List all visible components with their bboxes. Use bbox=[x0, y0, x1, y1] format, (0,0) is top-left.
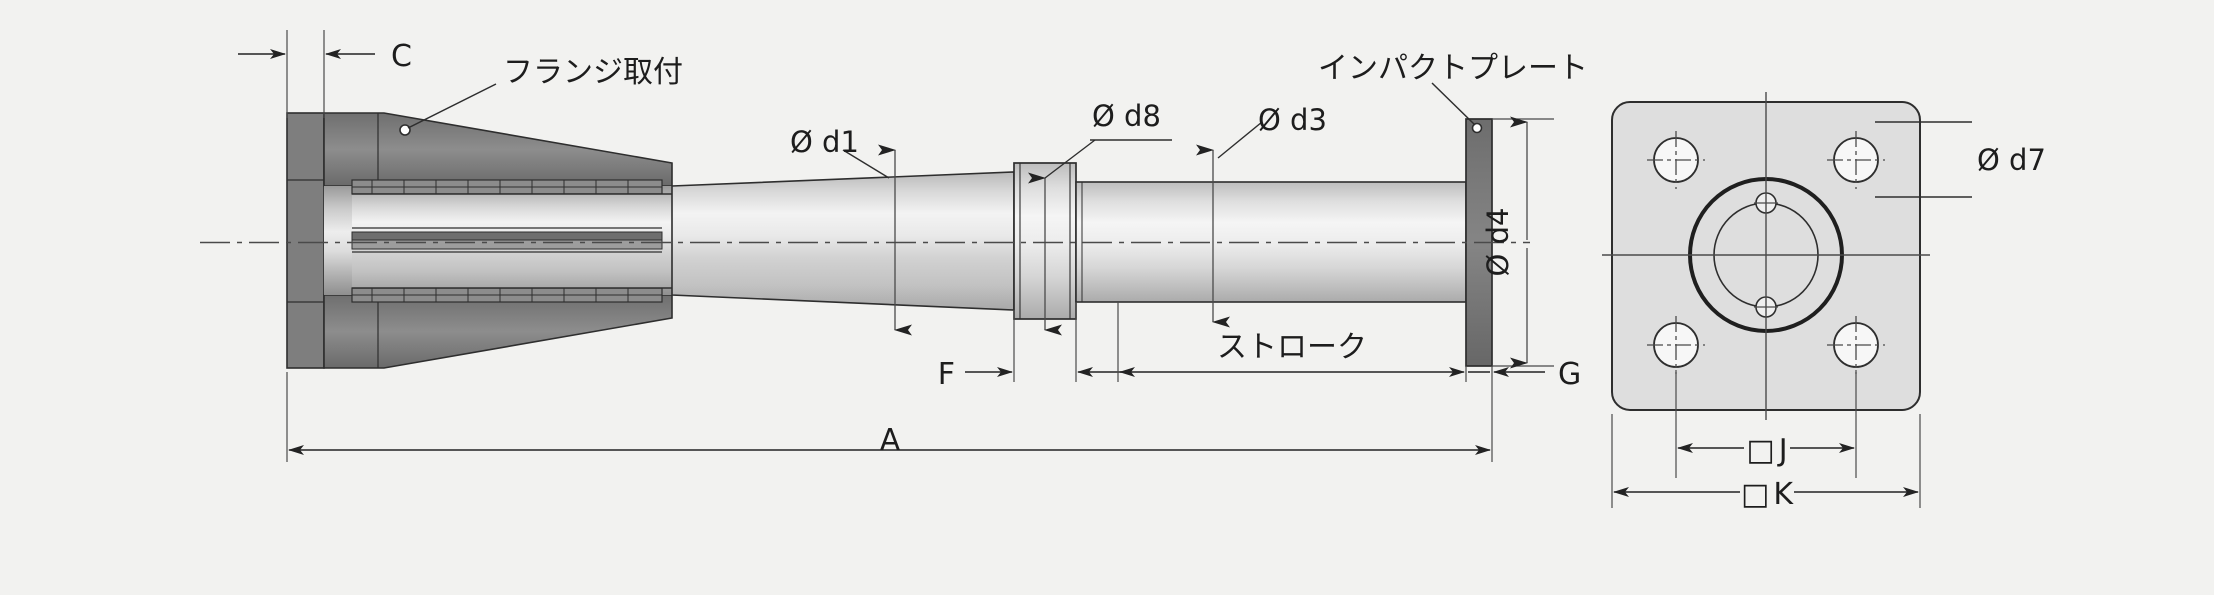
internal-bore bbox=[351, 227, 663, 253]
dimension-label-d4: Ø d4 bbox=[1481, 208, 1515, 277]
dimension-k: □K bbox=[1611, 414, 1921, 512]
dimension-label-d1: Ø d1 bbox=[790, 125, 859, 159]
impact-plate-label: インパクトプレート bbox=[1318, 51, 1588, 86]
dimension-d4: Ø d4 bbox=[1481, 116, 1554, 369]
impact-plate-annotation: インパクトプレート bbox=[1318, 51, 1588, 134]
dimension-d1: Ø d1 bbox=[790, 125, 912, 336]
dimension-d8: Ø d8 bbox=[1028, 99, 1172, 336]
dimension-a: A bbox=[286, 372, 1493, 462]
side-section-view bbox=[200, 112, 1530, 369]
dimension-c: C bbox=[238, 30, 412, 118]
dimension-label-c: C bbox=[391, 39, 412, 74]
corner-hole-bottom-left bbox=[1647, 316, 1705, 374]
leader-dot-flange bbox=[399, 124, 411, 136]
thread-serration-bottom bbox=[351, 287, 663, 303]
dimension-d3: Ø d3 bbox=[1196, 103, 1327, 328]
dimension-label-a: A bbox=[880, 423, 901, 458]
thread-serration-top bbox=[351, 179, 663, 195]
leader-dot-impact-plate bbox=[1471, 122, 1483, 134]
dimension-label-d3: Ø d3 bbox=[1258, 103, 1327, 137]
rod-d1 bbox=[671, 171, 1015, 311]
dimension-label-d7: Ø d7 bbox=[1977, 143, 2046, 177]
dimension-label-k: □K bbox=[1741, 477, 1794, 512]
dimension-f: F bbox=[938, 302, 1125, 392]
corner-hole-top-right bbox=[1827, 131, 1885, 189]
dimension-label-stroke: ストローク bbox=[1217, 330, 1367, 365]
dimension-stroke: ストローク bbox=[1117, 302, 1467, 382]
dimension-j: □J bbox=[1675, 370, 1857, 478]
dimension-label-j: □J bbox=[1746, 433, 1787, 468]
dimension-label-d8: Ø d8 bbox=[1092, 99, 1161, 133]
dimension-label-f: F bbox=[938, 357, 955, 392]
corner-hole-top-left bbox=[1647, 131, 1705, 189]
rear-cap bbox=[286, 112, 325, 369]
corner-hole-bottom-right bbox=[1827, 316, 1885, 374]
dimension-d7: Ø d7 bbox=[1875, 121, 2046, 198]
dimension-g: G bbox=[1468, 357, 1581, 392]
flange-mount-label: フランジ取付 bbox=[503, 55, 683, 90]
dimension-label-g: G bbox=[1558, 357, 1581, 392]
flange-front-view bbox=[1602, 92, 1930, 420]
flange-mount-annotation: フランジ取付 bbox=[399, 55, 683, 136]
flange-cone bbox=[323, 112, 673, 369]
